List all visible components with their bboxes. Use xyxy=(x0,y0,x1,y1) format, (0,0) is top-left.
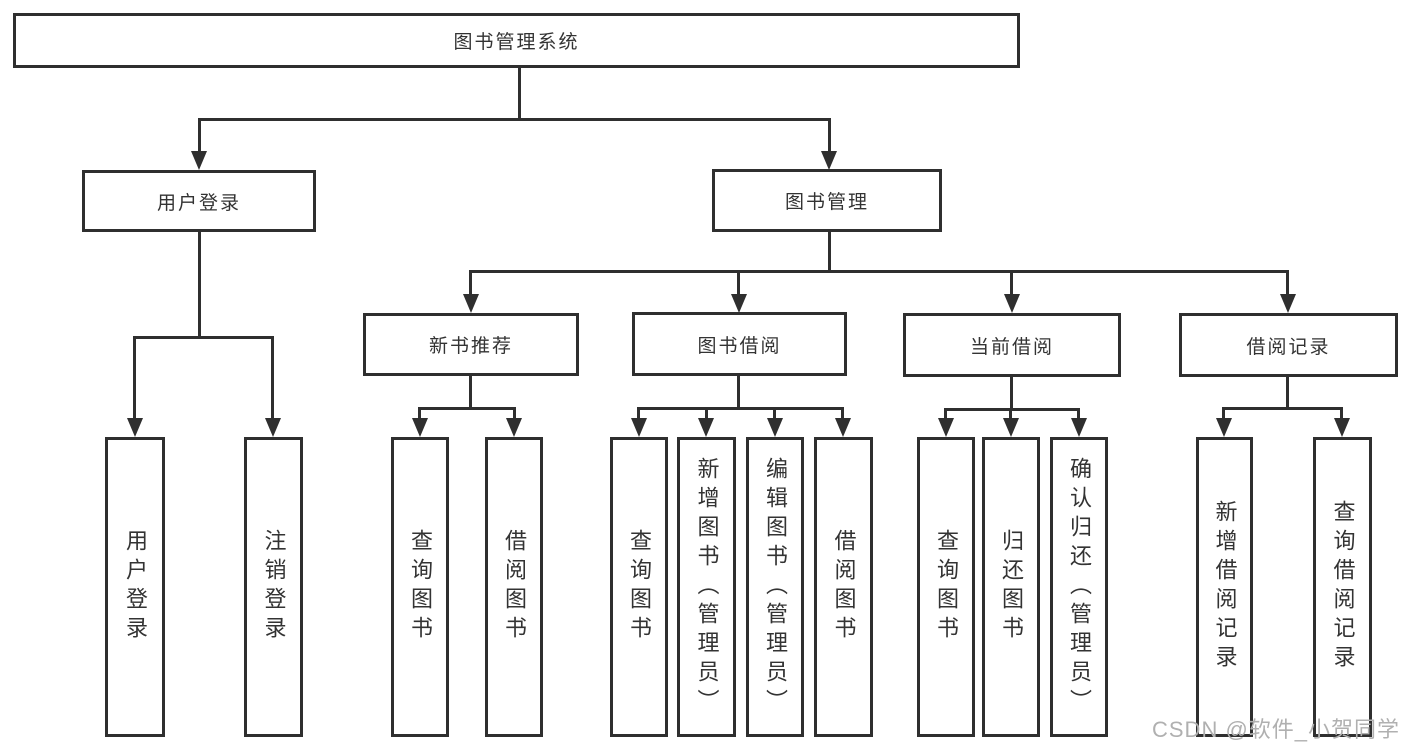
node-root-label: 图书管理系统 xyxy=(453,32,580,53)
connector-drop-borrow-records xyxy=(1286,270,1289,298)
arrowhead-recommend-query xyxy=(412,418,428,437)
arrowhead-borrow-borrow xyxy=(835,418,851,437)
connector-book-borrow-split xyxy=(637,407,844,410)
connector-root-split xyxy=(198,118,831,121)
connector-book-borrow-trunk xyxy=(737,376,740,410)
connector-drop-records-add xyxy=(1222,407,1225,421)
connector-drop-book-management xyxy=(828,118,831,155)
node-new-book-recommend: 新书推荐 xyxy=(363,313,579,376)
node-book-management-label: 图书管理 xyxy=(784,192,869,213)
connector-root-trunk xyxy=(518,68,521,121)
leaf-recommend-query-books-label: 查询图书 xyxy=(408,529,433,645)
connector-drop-borrow-add xyxy=(705,407,708,421)
node-book-borrow-label: 图书借阅 xyxy=(697,335,782,357)
connector-book-management-split xyxy=(470,270,1289,273)
connector-drop-recommend-borrow xyxy=(513,407,516,421)
node-book-borrow: 图书借阅 xyxy=(632,312,847,376)
node-root: 图书管理系统 xyxy=(13,13,1020,68)
leaf-records-add-record-label: 新增借阅记录 xyxy=(1212,500,1238,674)
leaf-borrow-borrow-books-label: 借阅图书 xyxy=(831,529,857,645)
leaf-recommend-query-books: 查询图书 xyxy=(391,437,449,737)
connector-current-borrow-trunk xyxy=(1010,377,1013,411)
arrowhead-borrow-query xyxy=(631,418,647,437)
arrowhead-book-management xyxy=(821,151,837,170)
connector-drop-borrow-edit xyxy=(773,407,776,421)
arrowhead-borrow-records xyxy=(1280,294,1296,313)
arrowhead-borrow-edit xyxy=(767,418,783,437)
connector-borrow-records-split xyxy=(1222,407,1343,410)
connector-drop-current-return xyxy=(1009,408,1012,421)
node-new-book-recommend-label: 新书推荐 xyxy=(428,336,513,357)
leaf-user-login-label: 用户登录 xyxy=(123,529,148,645)
leaf-borrow-query-books-label: 查询图书 xyxy=(627,529,652,645)
connector-new-book-recommend-trunk xyxy=(469,376,472,410)
arrowhead-current-borrow xyxy=(1004,294,1020,313)
connector-drop-borrow-borrow xyxy=(841,407,844,421)
node-current-borrow-label: 当前借阅 xyxy=(969,336,1054,358)
connector-drop-borrow-query xyxy=(637,407,640,421)
leaf-logout: 注销登录 xyxy=(244,437,303,737)
leaf-current-return-books-label: 归还图书 xyxy=(999,529,1024,645)
leaf-current-return-books: 归还图书 xyxy=(982,437,1040,737)
watermark: CSDN @软件_小贺同学 xyxy=(1152,717,1401,742)
connector-drop-leaf-logout xyxy=(271,336,274,422)
leaf-user-login: 用户登录 xyxy=(105,437,165,737)
connector-current-borrow-split xyxy=(944,408,1080,411)
arrowhead-records-query xyxy=(1334,418,1350,437)
connector-drop-recommend-query xyxy=(418,407,421,421)
leaf-recommend-borrow-books-label: 借阅图书 xyxy=(502,529,527,645)
leaf-borrow-add-books-admin-label: 新增图书（管理员） xyxy=(694,456,720,718)
node-borrow-records: 借阅记录 xyxy=(1179,313,1398,377)
arrowhead-current-confirm xyxy=(1071,418,1087,437)
connector-user-login-split xyxy=(133,336,274,339)
leaf-current-confirm-return-admin: 确认归还（管理员） xyxy=(1050,437,1108,737)
arrowhead-new-book-recommend xyxy=(463,294,479,313)
arrowhead-leaf-user-login xyxy=(127,418,143,437)
connector-borrow-records-trunk xyxy=(1286,377,1289,410)
connector-drop-current-borrow xyxy=(1010,270,1013,298)
connector-drop-leaf-user-login xyxy=(133,336,136,422)
arrowhead-records-add xyxy=(1216,418,1232,437)
leaf-borrow-edit-books-admin: 编辑图书（管理员） xyxy=(746,437,804,737)
leaf-borrow-edit-books-admin-label: 编辑图书（管理员） xyxy=(763,456,788,718)
connector-user-login-trunk xyxy=(198,232,201,339)
connector-drop-records-query xyxy=(1340,407,1343,421)
node-borrow-records-label: 借阅记录 xyxy=(1246,336,1331,358)
arrowhead-borrow-add xyxy=(698,418,714,437)
leaf-current-query-books: 查询图书 xyxy=(917,437,975,737)
connector-drop-current-query xyxy=(944,408,947,421)
node-current-borrow: 当前借阅 xyxy=(903,313,1121,377)
arrowhead-current-query xyxy=(938,418,954,437)
connector-drop-new-book-recommend xyxy=(469,270,472,298)
leaf-current-confirm-return-admin-label: 确认归还（管理员） xyxy=(1067,456,1092,718)
leaf-borrow-query-books: 查询图书 xyxy=(610,437,668,737)
leaf-recommend-borrow-books: 借阅图书 xyxy=(485,437,543,737)
connector-drop-current-confirm xyxy=(1077,408,1080,421)
node-book-management: 图书管理 xyxy=(712,169,942,232)
leaf-current-query-books-label: 查询图书 xyxy=(934,529,959,645)
connector-book-management-trunk xyxy=(828,232,831,273)
node-user-login: 用户登录 xyxy=(82,170,316,232)
arrowhead-recommend-borrow xyxy=(506,418,522,437)
arrowhead-book-borrow xyxy=(731,294,747,313)
leaf-borrow-add-books-admin: 新增图书（管理员） xyxy=(677,437,736,737)
arrowhead-current-return xyxy=(1003,418,1019,437)
leaf-logout-label: 注销登录 xyxy=(261,529,287,645)
leaf-records-query-record-label: 查询借阅记录 xyxy=(1330,500,1356,674)
leaf-records-query-record: 查询借阅记录 xyxy=(1313,437,1372,737)
leaf-records-add-record: 新增借阅记录 xyxy=(1196,437,1253,737)
leaf-borrow-borrow-books: 借阅图书 xyxy=(814,437,873,737)
node-user-login-label: 用户登录 xyxy=(156,192,241,214)
arrowhead-leaf-logout xyxy=(265,418,281,437)
connector-drop-book-borrow xyxy=(737,270,740,298)
connector-drop-user-login xyxy=(198,118,201,155)
connector-new-book-recommend-split xyxy=(418,407,516,410)
arrowhead-user-login xyxy=(191,151,207,170)
